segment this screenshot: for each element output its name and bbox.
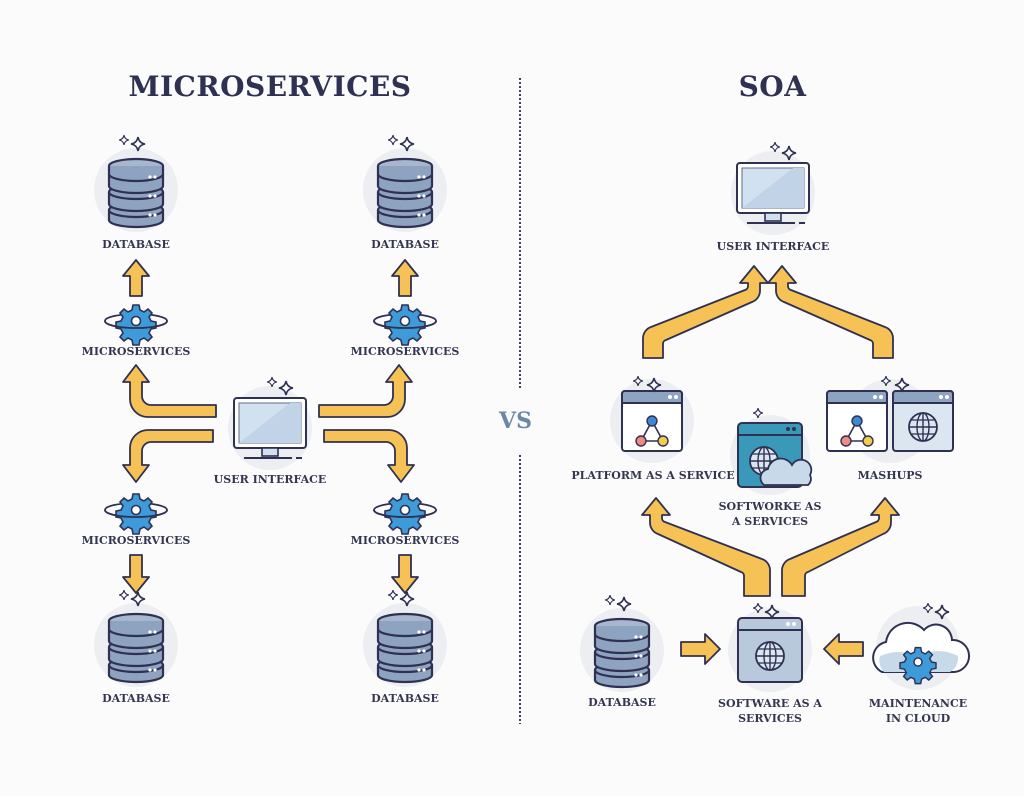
paas-label: PLATFORM AS A SERVICE <box>571 469 735 482</box>
arrow-saas-to-paas <box>641 497 771 597</box>
database-icon <box>363 135 447 232</box>
mashups-label: MASHUPS <box>857 469 923 482</box>
microservices-label: MICROSERVICES <box>350 345 460 358</box>
saas-bottom-label-line2: SERVICES <box>738 712 802 725</box>
gear-icon <box>374 305 436 345</box>
database-label: DATABASE <box>588 696 656 709</box>
arrow-down-to-db-bottom-right <box>391 554 419 594</box>
saas-bottom-label-line1: SOFTWARE AS A <box>718 697 822 710</box>
arrow-ui-to-ms-bottom-left <box>122 429 214 483</box>
microservices-label: MICROSERVICES <box>81 534 191 547</box>
soa-title: SOA <box>738 70 807 103</box>
vs-label: VS <box>499 408 532 434</box>
database-label: DATABASE <box>102 238 170 251</box>
mashups-icon <box>826 375 954 463</box>
monitor-icon <box>731 142 815 235</box>
database-label: DATABASE <box>371 238 439 251</box>
monitor-icon <box>228 377 312 470</box>
arrow-up-to-db-top-left <box>122 259 150 297</box>
saas-middle-label-line2: A SERVICES <box>731 515 809 528</box>
database-icon <box>363 590 447 687</box>
arrow-db-to-saas <box>680 633 721 665</box>
flow-arrows <box>122 259 419 594</box>
database-label: DATABASE <box>102 692 170 705</box>
microservices-title: MICROSERVICES <box>128 70 412 103</box>
arrow-mashups-to-ui <box>767 265 894 359</box>
database-icon <box>580 595 664 692</box>
soa-panel <box>580 142 970 692</box>
gear-icon <box>374 494 436 534</box>
arrow-paas-to-ui <box>642 265 769 359</box>
user-interface-label: USER INTERFACE <box>716 240 830 253</box>
arrow-ui-to-ms-top-right <box>318 364 413 418</box>
arrow-down-to-db-bottom-left <box>122 554 150 594</box>
maintenance-label-line1: MAINTENANCE <box>868 697 968 710</box>
arrow-up-to-db-top-right <box>391 259 419 297</box>
microservices-label: MICROSERVICES <box>81 345 191 358</box>
maintenance-label-line2: IN CLOUD <box>885 712 951 725</box>
database-label: DATABASE <box>371 692 439 705</box>
database-icon <box>94 135 178 232</box>
user-interface-label: USER INTERFACE <box>213 473 327 486</box>
arrow-ui-to-ms-bottom-right <box>323 429 415 483</box>
gear-icon <box>105 494 167 534</box>
globe-window-icon <box>728 602 812 692</box>
microservices-panel <box>94 135 447 687</box>
platform-as-a-service-icon <box>610 375 694 463</box>
arrow-cloud-to-saas <box>823 633 864 665</box>
database-icon <box>94 590 178 687</box>
cloud-globe-window-icon <box>730 407 813 495</box>
gear-icon <box>105 305 167 345</box>
arrow-ui-to-ms-top-left <box>122 364 217 418</box>
arrow-saas-to-mashups <box>781 497 900 597</box>
microservices-label: MICROSERVICES <box>350 534 460 547</box>
flow-arrows <box>641 265 900 665</box>
cloud-gear-icon <box>872 602 970 690</box>
saas-middle-label-line1: SOFTWORKE AS <box>718 500 822 513</box>
